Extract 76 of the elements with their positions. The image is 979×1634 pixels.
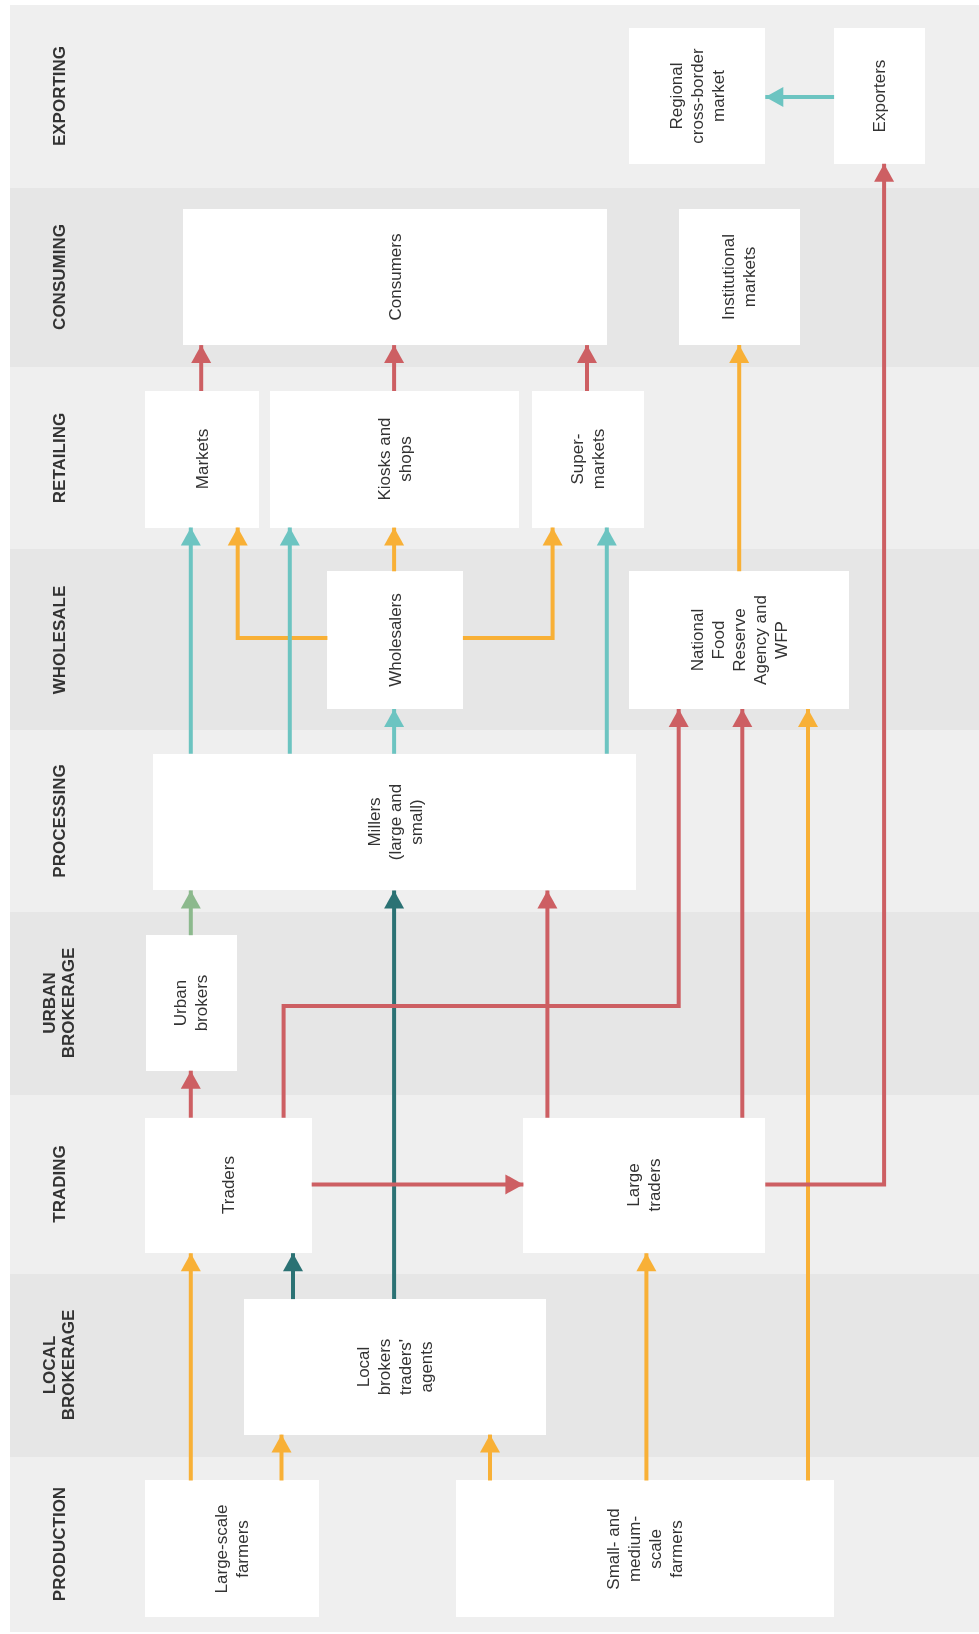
arrow	[729, 345, 750, 572]
process-box	[834, 28, 925, 164]
arrow	[732, 709, 753, 1118]
process-box	[327, 571, 463, 709]
arrow	[271, 1434, 292, 1481]
arrow	[798, 709, 818, 1481]
node-label: Consumers	[384, 232, 406, 323]
node-label: Wholesalers	[384, 592, 406, 689]
arrow	[180, 1253, 201, 1481]
arrow	[180, 527, 201, 754]
stage-band	[10, 912, 979, 1095]
stage-band	[10, 1094, 979, 1275]
node-label: Exporters	[868, 58, 890, 135]
node-label: National Food Reserve Agency and WFP	[686, 594, 792, 688]
arrow	[191, 345, 212, 391]
process-box	[531, 390, 645, 528]
process-box	[678, 208, 800, 346]
process-box	[455, 1480, 835, 1618]
stage-label: EXPORTING	[49, 45, 69, 149]
stage-band	[10, 1456, 979, 1632]
process-box	[145, 935, 237, 1071]
arrow	[283, 1253, 303, 1300]
arrow	[384, 527, 405, 572]
process-box	[628, 28, 766, 164]
arrow	[281, 709, 689, 1118]
process-box	[153, 753, 636, 891]
node-label: Local brokers traders' agents	[353, 1337, 438, 1398]
process-box	[523, 1117, 766, 1254]
process-box	[270, 390, 520, 528]
stage-label: RETAILING	[49, 412, 69, 506]
process-box	[144, 390, 259, 528]
arrow	[577, 345, 597, 391]
arrow	[537, 890, 558, 1118]
stage-label: PROCESSING	[49, 763, 69, 880]
process-box	[243, 1299, 547, 1435]
process-box	[144, 1480, 319, 1618]
node-label: Large traders	[623, 1157, 666, 1214]
node-label: Super- markets	[567, 428, 609, 492]
node-label: Traders	[217, 1155, 239, 1217]
stage-label: WHOLESALE	[49, 584, 69, 696]
arrow	[636, 1253, 657, 1481]
node-label: Institutional markets	[718, 232, 761, 322]
stage-label: CONSUMING	[49, 223, 69, 333]
arrow	[279, 527, 300, 754]
node-label: Large-scale farmers	[210, 1503, 253, 1596]
stage-label: TRADING	[49, 1144, 69, 1226]
arrow	[180, 1070, 201, 1118]
node-label: Markets	[191, 428, 213, 492]
process-box	[628, 571, 849, 709]
stage-band	[10, 187, 979, 367]
node-label: Small- and medium-scale farmers	[602, 1507, 687, 1592]
process-box	[144, 1117, 312, 1254]
node-label: Millers (large and small)	[363, 782, 427, 863]
stage-label: LOCAL BROKERAGE	[40, 1309, 79, 1423]
stage-band	[10, 1274, 979, 1457]
stage-band	[10, 367, 979, 550]
arrow	[596, 527, 617, 754]
node-label: Urban brokers	[170, 973, 213, 1034]
arrow	[227, 527, 328, 641]
stage-band	[10, 729, 979, 913]
arrow	[384, 890, 405, 1300]
process-box	[183, 208, 607, 346]
arrow	[765, 87, 835, 107]
arrow	[311, 1174, 524, 1195]
node-label: Regional cross-border market	[665, 47, 729, 146]
stage-band	[10, 549, 979, 730]
stage-label: URBAN BROKERAGE	[40, 947, 79, 1061]
arrow	[765, 163, 895, 1187]
stage-label: PRODUCTION	[49, 1485, 69, 1604]
node-label: Kiosks and shops	[373, 416, 416, 503]
arrow	[462, 527, 563, 641]
arrow	[480, 1434, 500, 1481]
arrow	[384, 709, 405, 754]
arrow	[180, 890, 201, 936]
arrow	[384, 345, 405, 391]
stage-band	[10, 5, 979, 188]
